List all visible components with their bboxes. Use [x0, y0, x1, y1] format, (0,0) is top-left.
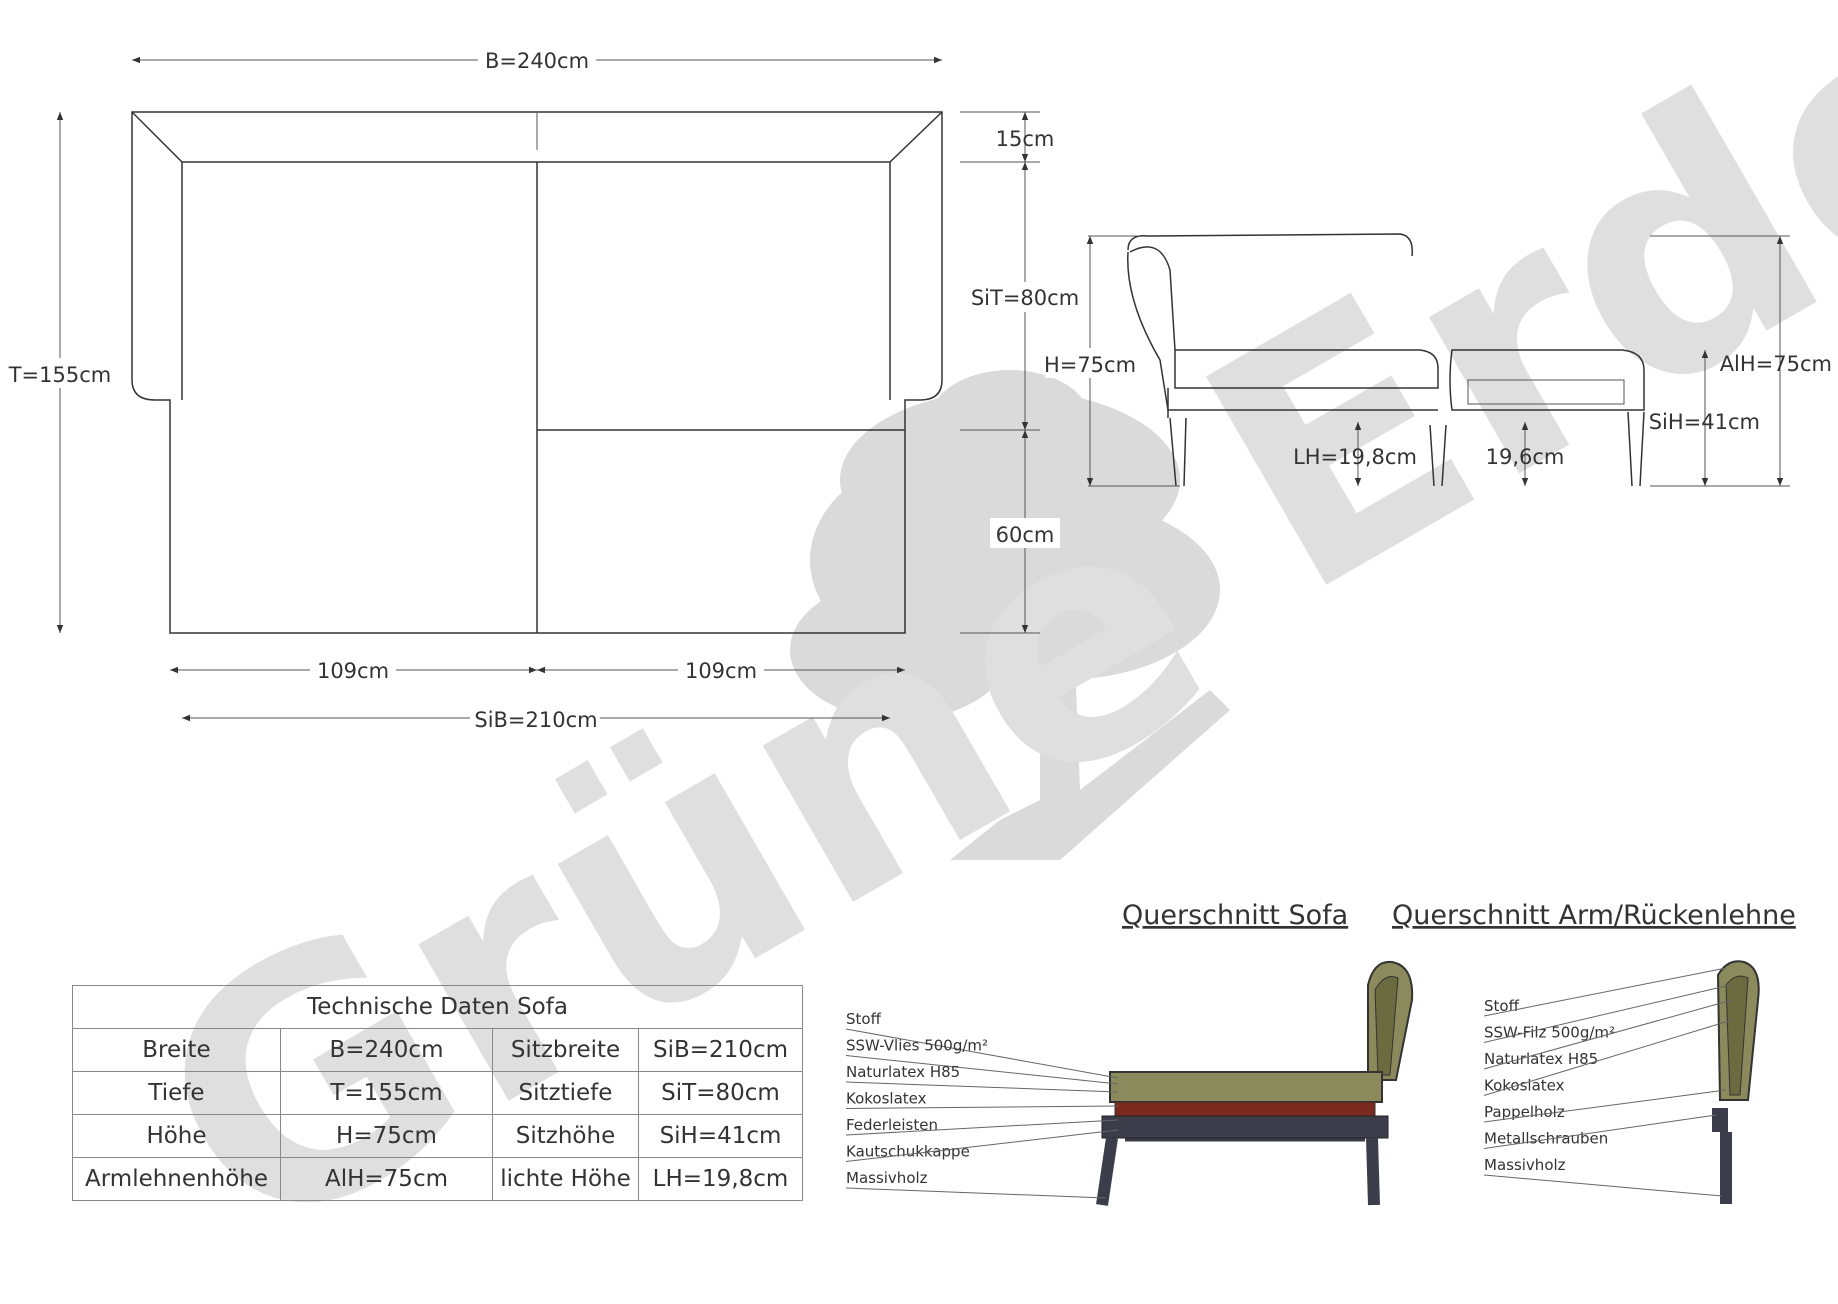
leader-line: [1483, 984, 1731, 1043]
layer-label: Federleisten: [846, 1116, 938, 1134]
label-seat-depth: SiT=80cm: [971, 286, 1079, 310]
spec-table-cell: H=75cm: [280, 1114, 493, 1158]
layer-label: Naturlatex H85: [1484, 1050, 1598, 1068]
layer-label: Metallschrauben: [1484, 1130, 1608, 1148]
leader-line: [1483, 1114, 1717, 1149]
spec-table-title-row: Technische Daten Sofa: [72, 985, 803, 1029]
spec-table-cell: Tiefe: [72, 1071, 281, 1115]
label-right-cushion: 109cm: [685, 659, 757, 683]
layer-label: Kautschukkappe: [846, 1143, 970, 1161]
leader-line: [845, 1129, 1119, 1162]
label-back-depth: 15cm: [996, 127, 1055, 151]
label-width: B=240cm: [485, 49, 589, 73]
spec-table-cell: SiT=80cm: [638, 1071, 803, 1115]
sofa-outline: [131, 111, 943, 634]
spec-table-cell: B=240cm: [280, 1028, 493, 1072]
layer-label: Pappelholz: [1484, 1103, 1565, 1121]
leader-line: [1483, 967, 1727, 1017]
spec-table-cell: Breite: [72, 1028, 281, 1072]
label-armrest-height: AlH=75cm: [1720, 352, 1832, 376]
spec-table-cell: Sitzbreite: [492, 1028, 639, 1072]
leader-line: [845, 1105, 1119, 1109]
layer-label: SSW-Vlies 500g/m²: [846, 1037, 988, 1055]
label-clearance: LH=19,8cm: [1293, 445, 1417, 469]
leader-line: [1483, 1019, 1733, 1096]
spec-table-cell: AlH=75cm: [280, 1157, 493, 1201]
spec-table-cell: SiH=41cm: [638, 1114, 803, 1158]
watermark-word-2: Erde: [1147, 0, 1838, 668]
layer-label: Naturlatex H85: [846, 1063, 960, 1081]
spec-table-cell: SiB=210cm: [638, 1028, 803, 1072]
leader-line: [1483, 1174, 1723, 1197]
sofa-side-view: H=75cm LH=19,8cm 19,6cm AlH=75cm SiH=41c…: [1044, 233, 1832, 487]
layer-label: Kokoslatex: [1484, 1077, 1565, 1095]
section-arm-title: Querschnitt Arm/Rückenlehne: [1392, 900, 1796, 931]
arm-cross-section: [1712, 960, 1760, 1204]
label-depth: T=155cm: [8, 363, 112, 387]
leader-line: [1483, 999, 1733, 1070]
spec-table-title: Technische Daten Sofa: [72, 985, 803, 1029]
label-seat-height: SiH=41cm: [1649, 410, 1760, 434]
layer-label: Stoff: [846, 1010, 882, 1028]
leader-line: [845, 1187, 1107, 1199]
label-front: 60cm: [996, 523, 1055, 547]
spec-table-cell: LH=19,8cm: [638, 1157, 803, 1201]
leader-line: [845, 1119, 1119, 1136]
spec-table-cell: Armlehnenhöhe: [72, 1157, 281, 1201]
section-sofa-title: Querschnitt Sofa: [1122, 900, 1348, 931]
layer-label: Kokoslatex: [846, 1090, 927, 1108]
leader-line: [845, 1055, 1119, 1085]
sofa-top-view: B=240cm T=155cm 15cm SiT=80cm 60cm 109cm…: [8, 44, 1082, 732]
sofa-cross-section: [1096, 960, 1414, 1206]
spec-table-cell: T=155cm: [280, 1071, 493, 1115]
leader-line: [845, 1081, 1119, 1093]
spec-table-cell: Sitzhöhe: [492, 1114, 639, 1158]
spec-table-cell: lichte Höhe: [492, 1157, 639, 1201]
label-height: H=75cm: [1044, 353, 1136, 377]
label-foot: 19,6cm: [1486, 445, 1565, 469]
label-seat-width: SiB=210cm: [474, 708, 597, 732]
leader-line: [845, 1028, 1119, 1079]
leader-line: [1483, 1089, 1727, 1123]
spec-table-cell: Sitztiefe: [492, 1071, 639, 1115]
tree-logo: [790, 370, 1230, 860]
label-left-cushion: 109cm: [317, 659, 389, 683]
layer-label: Massivholz: [846, 1169, 928, 1187]
layer-label: SSW-Filz 500g/m²: [1484, 1024, 1615, 1042]
layer-label: Massivholz: [1484, 1156, 1566, 1174]
spec-table-cell: Höhe: [72, 1114, 281, 1158]
